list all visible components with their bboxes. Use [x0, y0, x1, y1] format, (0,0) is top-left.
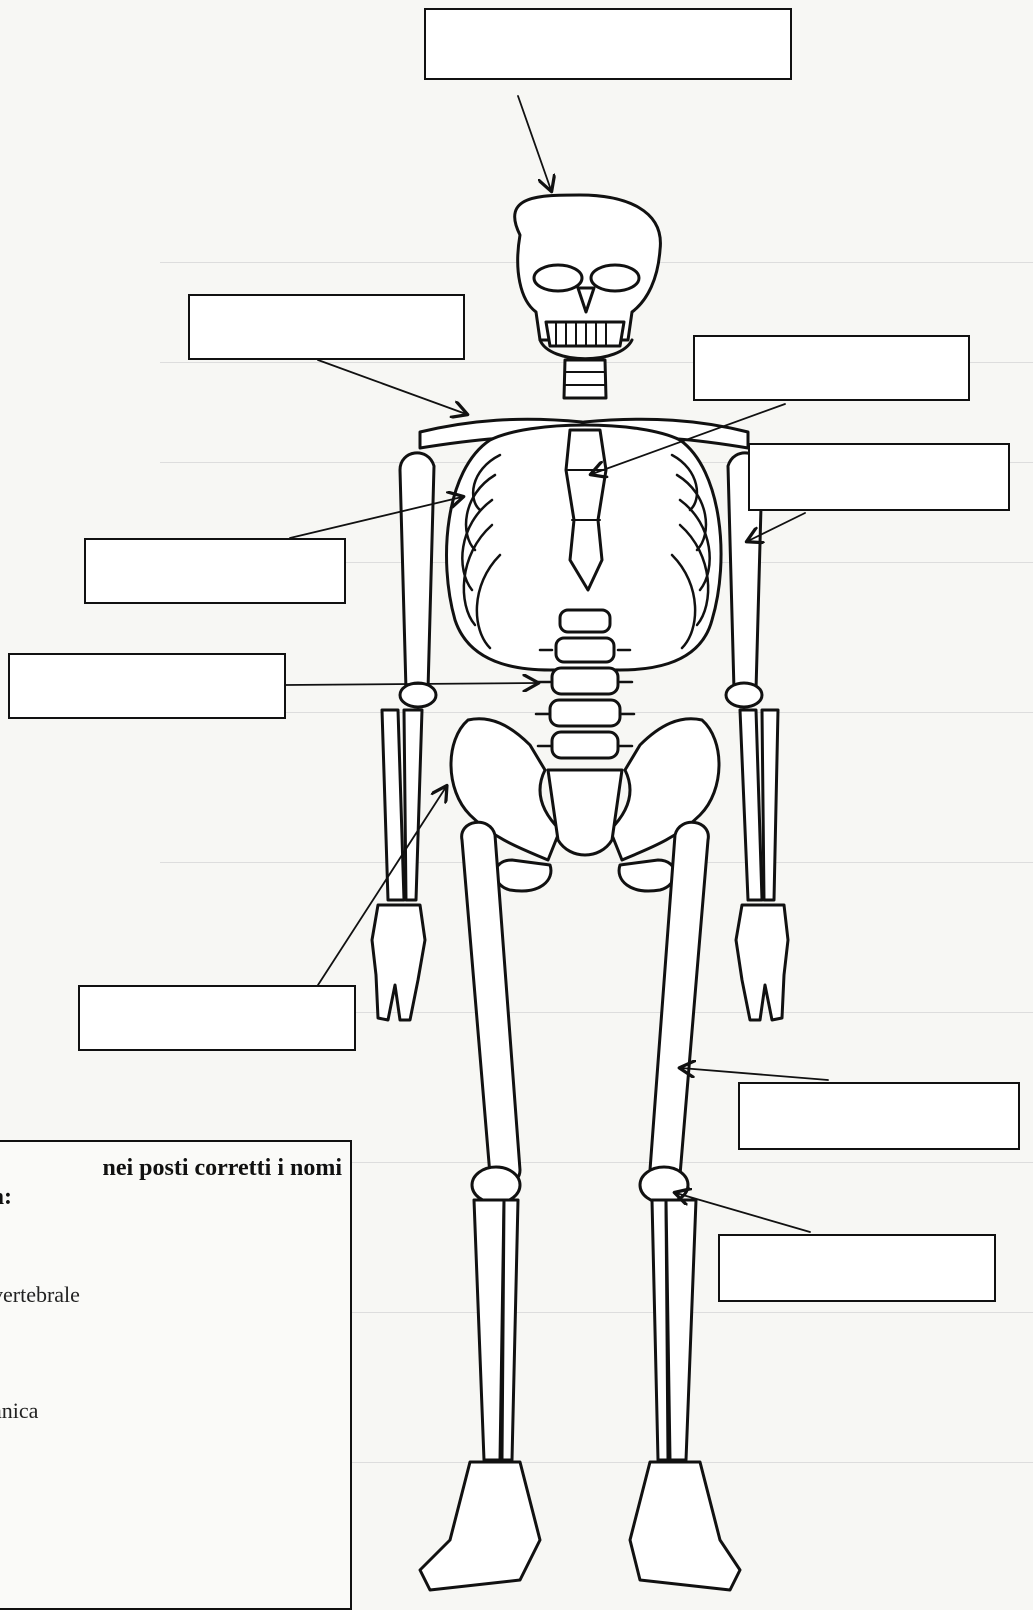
- label-box-sternum[interactable]: [693, 335, 970, 401]
- instructions-item: anica: [0, 1398, 38, 1424]
- arrow-spine: [286, 683, 537, 685]
- label-box-femur[interactable]: [738, 1082, 1020, 1150]
- label-box-pelvis[interactable]: [78, 985, 356, 1051]
- instructions-item: vertebrale: [0, 1282, 80, 1308]
- arrow-ribs: [290, 497, 462, 538]
- skull: [515, 195, 661, 359]
- label-box-clavicle[interactable]: [188, 294, 465, 360]
- instructions-title: nei posti corretti i nomi: [0, 1152, 342, 1184]
- label-box-humerus[interactable]: [748, 443, 1010, 511]
- instructions-title-line1: nei posti corretti i nomi: [0, 1152, 342, 1184]
- label-box-patella[interactable]: [718, 1234, 996, 1302]
- instructions-title-line2: a:: [0, 1184, 12, 1211]
- label-box-skull[interactable]: [424, 8, 792, 80]
- label-box-spine[interactable]: [8, 653, 286, 719]
- arrow-femur: [681, 1068, 828, 1080]
- arrow-skull: [518, 96, 551, 190]
- arrow-clavicle: [318, 360, 466, 414]
- instructions-box: nei posti corretti i nomi a: vertebrale …: [0, 1140, 352, 1610]
- label-box-ribs[interactable]: [84, 538, 346, 604]
